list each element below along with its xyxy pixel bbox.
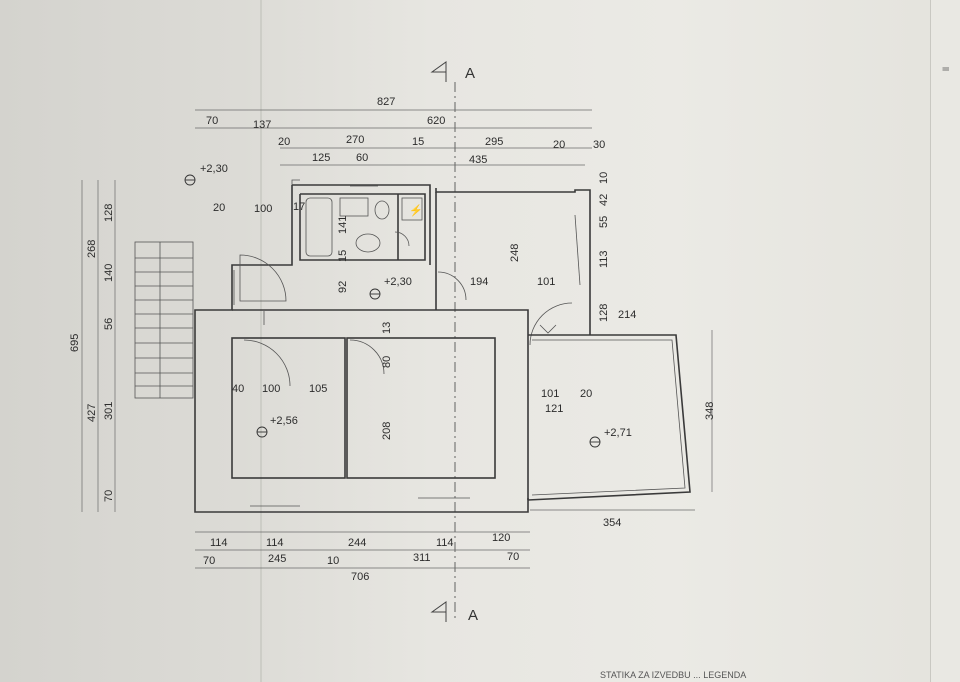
section-mark-bottom: A [430, 601, 478, 624]
dim-room-40: 40 [232, 383, 244, 395]
dim-left-128: 128 [103, 204, 115, 222]
level-marker-outside: +2,30 [184, 163, 228, 186]
dim-bath-15: 15 [337, 250, 349, 262]
dim-left-140: 140 [103, 264, 115, 282]
dim-terrace-101: 101 [541, 388, 559, 400]
level-hall-label: +2,30 [384, 276, 412, 288]
level-terrace-label: +2,71 [604, 427, 632, 439]
dim-bottom-70a: 70 [203, 555, 215, 567]
dim-top-137: 137 [253, 119, 271, 131]
level-outside-label: +2,30 [200, 163, 228, 175]
dim-bottom-70b: 70 [507, 551, 519, 563]
margin-edge-text: ll [941, 67, 951, 71]
dim-right-128: 128 [598, 304, 610, 322]
level-marker-room-left: +2,56 [256, 415, 298, 438]
bathroom-fixtures: ⚡ [305, 197, 423, 257]
dim-right-42: 42 [598, 194, 610, 206]
level-marker-hall: +2,30 [369, 276, 412, 300]
dim-left-70: 70 [103, 490, 115, 502]
dim-hall-194: 194 [470, 276, 488, 288]
dim-corridor-13: 13 [381, 322, 393, 334]
dim-top-30: 30 [593, 139, 605, 151]
dim-top-620: 620 [427, 115, 445, 127]
dim-right-113: 113 [598, 250, 610, 268]
dim-top-295: 295 [485, 136, 503, 148]
dim-right-10: 10 [598, 172, 610, 184]
dim-top-20a: 20 [278, 136, 290, 148]
dim-door-80: 80 [381, 356, 393, 368]
dim-left-301: 301 [103, 402, 115, 420]
dim-bath-141: 141 [337, 216, 349, 234]
building-walls [194, 179, 591, 513]
paper-fold [260, 0, 262, 682]
dim-top-270: 270 [346, 134, 364, 146]
dim-bottom-245: 245 [268, 553, 286, 565]
dim-terrace-354: 354 [603, 517, 621, 529]
dim-left-overall: 695 [69, 334, 81, 352]
dim-bottom-311: 311 [413, 552, 431, 564]
dim-top-15: 15 [412, 136, 424, 148]
windows [233, 185, 581, 507]
dim-room-105: 105 [309, 383, 327, 395]
dim-terrace-348: 348 [704, 402, 716, 420]
dim-inner-17: 17 [293, 201, 305, 213]
dim-terrace-121: 121 [545, 403, 563, 415]
dim-left-56: 56 [103, 318, 115, 330]
dim-room-208: 208 [381, 422, 393, 440]
dim-overall-top: 827 [377, 96, 395, 108]
door-swings [239, 231, 573, 387]
dim-bottom-114a: 114 [210, 537, 228, 549]
dim-terrace-20: 20 [580, 388, 592, 400]
dim-top-70: 70 [206, 115, 218, 127]
dim-bottom-244: 244 [348, 537, 366, 549]
dim-top-125: 125 [312, 152, 330, 164]
dim-room-248: 248 [509, 244, 521, 262]
dim-bottom-10: 10 [327, 555, 339, 567]
section-label-top: A [465, 65, 475, 82]
dim-hall-101: 101 [537, 276, 555, 288]
section-label-bottom: A [468, 607, 478, 624]
dim-bottom-114b: 114 [266, 537, 284, 549]
level-marker-terrace: +2,71 [589, 427, 632, 448]
dim-bottom-overall: 706 [351, 571, 369, 583]
external-stairs [134, 241, 194, 399]
dim-room-100: 100 [262, 383, 280, 395]
dim-bottom-120: 120 [492, 532, 510, 544]
dim-top-60: 60 [356, 152, 368, 164]
level-room-left-label: +2,56 [270, 415, 298, 427]
dim-inner-20: 20 [213, 202, 225, 214]
dim-inner-100: 100 [254, 203, 272, 215]
dim-top-435: 435 [469, 154, 487, 166]
dim-bottom-114c: 114 [436, 537, 454, 549]
paper-edge [930, 0, 960, 682]
dim-hall-92: 92 [337, 281, 349, 293]
footer-text: STATIKA ZA IZVEDBU ... LEGENDA [600, 670, 747, 680]
dim-terrace-214: 214 [618, 309, 636, 321]
terrace [527, 334, 691, 501]
dim-left-upper: 268 [86, 240, 98, 258]
svg-text:⚡: ⚡ [409, 204, 423, 217]
section-mark-top: A [430, 61, 475, 82]
dim-right-55: 55 [598, 216, 610, 228]
dim-left-lower: 427 [86, 404, 98, 422]
dim-top-20b: 20 [553, 139, 565, 151]
